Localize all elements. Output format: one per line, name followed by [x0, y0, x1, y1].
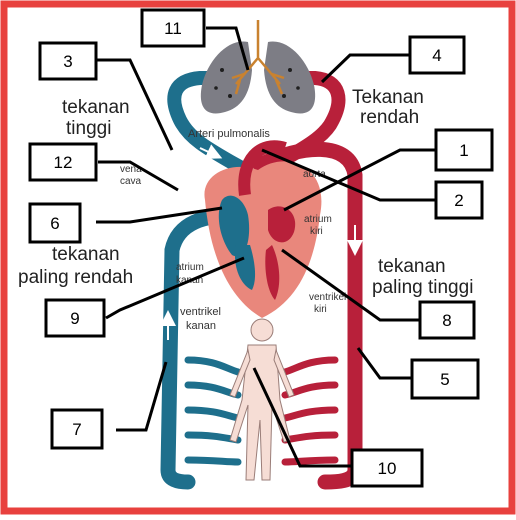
svg-text:10: 10	[378, 459, 397, 478]
svg-text:5: 5	[440, 370, 449, 389]
svg-text:2: 2	[454, 191, 463, 210]
label-tekanan-tinggi-1: tekanan	[62, 97, 130, 118]
heart	[204, 140, 322, 318]
label-tekanan-paling-tinggi-2: paling tinggi	[372, 277, 473, 298]
svg-text:9: 9	[70, 309, 79, 328]
label-ventrikel-kiri-1: ventrikel	[309, 292, 346, 303]
label-tekanan-paling-rendah-1: tekanan	[52, 244, 120, 265]
svg-text:1: 1	[459, 141, 468, 160]
label-tekanan-tinggi-2: tinggi	[66, 118, 111, 139]
label-vena-cava-1: vena	[120, 164, 142, 175]
pulmonary-vein-loop	[268, 71, 346, 172]
svg-text:11: 11	[164, 19, 182, 38]
label-aorta: aorta	[303, 169, 326, 180]
label-ventrikel-kiri-2: kiri	[314, 304, 327, 315]
body-capillaries-left	[184, 356, 242, 466]
flow-arrow-top-left	[199, 144, 223, 159]
callout-10: 10	[350, 448, 424, 488]
callout-6: 6	[28, 202, 82, 244]
label-tekanan-rendah-2: rendah	[360, 107, 419, 128]
callout-12: 12	[28, 142, 98, 182]
label-vena-cava-2: cava	[120, 176, 142, 187]
callout-9: 9	[44, 298, 106, 338]
leader-lines	[96, 26, 436, 468]
label-atrium-kanan-1: atrium	[176, 262, 204, 273]
callout-8: 8	[418, 300, 476, 340]
callout-7: 7	[50, 408, 104, 450]
svg-text:4: 4	[432, 46, 441, 65]
human-figure	[229, 318, 295, 481]
svg-text:7: 7	[72, 420, 81, 439]
callout-2: 2	[434, 180, 484, 220]
svg-text:3: 3	[63, 52, 72, 71]
label-tekanan-rendah-1: Tekanan	[352, 87, 424, 108]
label-ventrikel-kanan-1: ventrikel	[180, 306, 221, 318]
label-tekanan-paling-rendah-2: paling rendah	[18, 267, 133, 288]
label-arteri-pulmonalis: Arteri pulmonalis	[188, 128, 270, 140]
svg-text:8: 8	[442, 311, 451, 330]
callout-11: 11	[140, 8, 206, 48]
callout-4: 4	[408, 35, 466, 75]
lungs	[200, 20, 316, 114]
label-atrium-kiri-2: kiri	[310, 226, 323, 237]
callout-5: 5	[410, 358, 480, 400]
callout-1: 1	[434, 128, 494, 172]
svg-text:12: 12	[54, 153, 73, 172]
callout-3: 3	[38, 41, 98, 81]
label-atrium-kiri-1: atrium	[304, 214, 332, 225]
label-tekanan-paling-tinggi-1: tekanan	[378, 256, 446, 277]
label-ventrikel-kanan-2: kanan	[186, 320, 216, 332]
svg-text:6: 6	[50, 214, 59, 233]
